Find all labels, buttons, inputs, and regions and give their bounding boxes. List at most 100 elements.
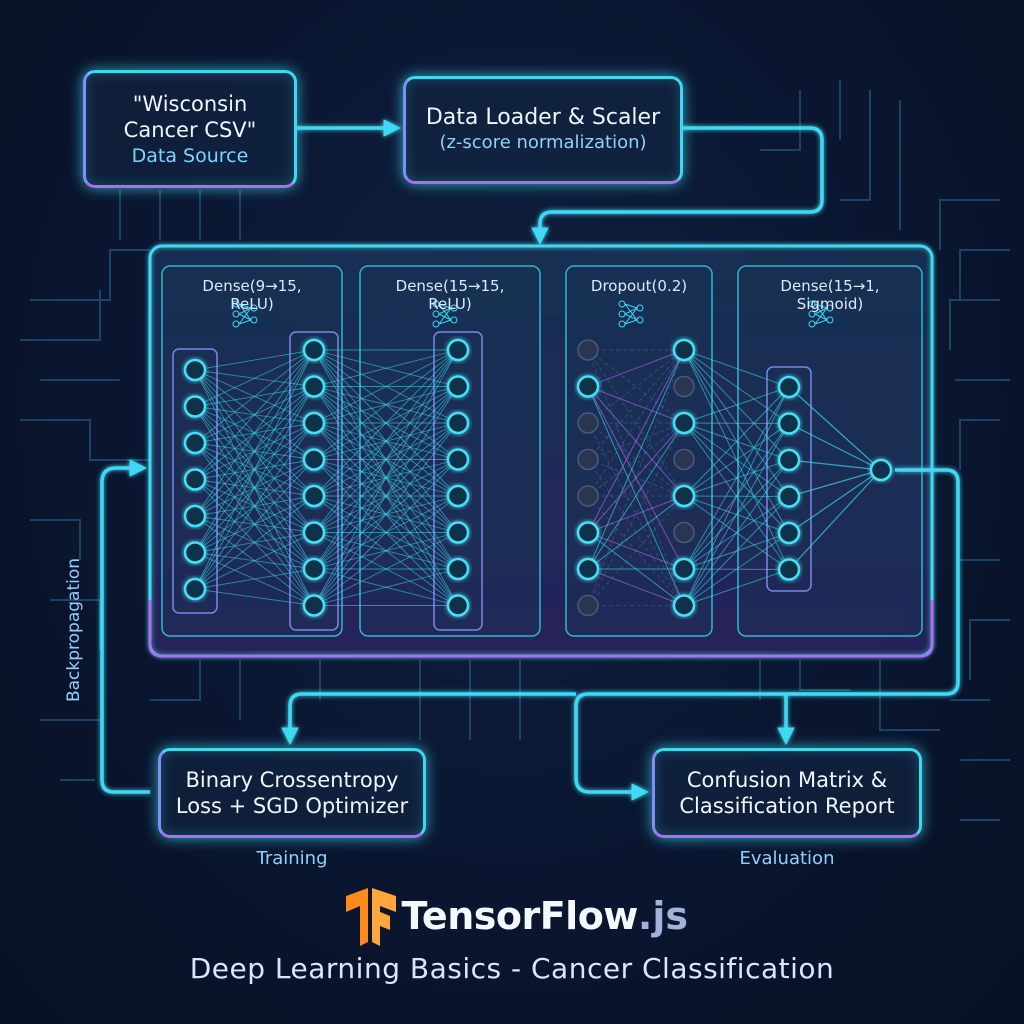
dropped-neuron [673,375,695,398]
connection [313,349,459,533]
connection [587,422,685,460]
layer-title-dense-1: Dense(9→15, ReLU) [202,277,302,313]
neuron [302,411,326,435]
data-source-subtitle: Data Source [131,145,249,167]
neuron [446,375,470,398]
connection [587,349,685,387]
connection [683,496,790,606]
connection [194,422,315,590]
neuron [183,504,207,528]
neuron [183,395,207,418]
connection [194,349,315,444]
neuron [302,375,326,398]
neuron [446,521,470,544]
neuron [446,448,470,471]
connection [194,495,315,590]
connection [587,349,685,460]
training-node: Binary Crossentropy Loss + SGD Optimizer [158,748,426,838]
neuron [183,468,207,491]
layer-title-dropout: Dropout(0.2) [590,277,688,295]
dropped-neuron [577,339,599,361]
dropped-neuron [577,485,599,507]
loader-title: Data Loader & Scaler [425,105,661,130]
connection [194,349,315,407]
connection [313,349,459,424]
neuron [777,448,801,472]
connection [587,349,685,533]
connection [683,569,790,606]
arrow-output-to-right [574,468,960,801]
connection [683,423,790,606]
layer-panel-dense-2 [359,265,541,637]
connection [587,349,685,497]
connection [587,495,685,606]
connection [788,422,882,471]
data-loader-node: Data Loader & Scaler (z-score normalizat… [403,76,683,184]
connection [587,495,685,570]
connection [587,568,685,606]
neuron [446,484,470,508]
data-source-title-line1: "Wisconsin [132,92,248,116]
connection [788,469,882,534]
connection [313,349,459,460]
layer-panel-dense-3 [737,265,923,637]
connection [587,349,685,424]
connection [587,349,685,424]
neuron [446,594,470,617]
neuron [672,484,696,508]
connection [683,386,790,424]
connection [587,532,685,570]
connection [313,349,459,497]
connection [194,386,315,590]
neuron [576,375,600,398]
training-line2: Loss + SGD Optimizer [175,794,409,818]
connection [587,422,685,497]
connection [313,422,459,606]
tensorflow-logo-icon [346,888,396,946]
connection [587,349,685,570]
loader-subtitle: (z-score normalization) [439,132,647,153]
connection [683,349,790,388]
neural-network-graph [183,338,893,617]
connection [194,459,315,590]
neuron [302,594,326,617]
layer-title-dense-3: Dense(15→1, Sigmoid) [780,277,880,313]
data-source-title-line2: Cancer CSV" [123,118,257,142]
connection [194,349,315,517]
connection [587,349,685,497]
connection [194,349,315,590]
footer-title: Deep Learning Basics - Cancer Classifica… [189,952,835,985]
connection [788,459,882,471]
connection [683,386,790,497]
connection [313,386,459,606]
evaluation-node: Confusion Matrix & Classification Report [652,748,922,838]
connection [313,349,459,570]
neuron [777,558,801,581]
connection [788,469,882,570]
connection [587,386,685,424]
neuron [672,411,696,435]
connection [587,349,685,606]
connection [587,422,685,606]
arrow-to-training [281,692,576,745]
training-caption: Training [256,848,328,869]
evaluation-line2: Classification Report [679,794,895,818]
connection [587,495,685,606]
connection [683,349,790,424]
neuron [777,521,801,545]
connection [788,386,882,471]
connection [788,469,882,498]
neuron [869,458,893,482]
connection [683,423,790,497]
neuron [446,411,470,435]
neuron [183,577,207,601]
neuron [302,521,326,544]
layer-icons [232,300,834,328]
neuron [183,431,207,455]
neuron [777,485,801,508]
connection [587,459,685,606]
arrow-loader-to-network [531,126,824,245]
evaluation-line1: Confusion Matrix & [686,768,888,792]
connection [587,349,685,606]
connection [313,568,459,606]
